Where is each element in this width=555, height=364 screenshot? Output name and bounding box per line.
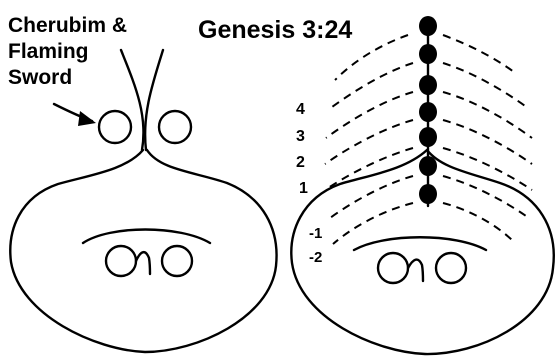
dash-right-6: [443, 176, 526, 216]
level-neg-2: -2: [309, 249, 322, 266]
level-2: 2: [296, 154, 305, 171]
bead-2: [419, 44, 437, 64]
level-3: 3: [296, 128, 305, 145]
callout-arrow: [54, 104, 96, 126]
bead-6: [419, 156, 437, 176]
left-inner-left-circle: [106, 246, 136, 276]
left-inner-right-circle: [162, 246, 192, 276]
level-4: 4: [296, 101, 305, 118]
dash-right-7: [443, 203, 512, 240]
dash-right-1: [443, 35, 514, 72]
left-figure: [10, 50, 276, 352]
right-inner-left-circle: [378, 253, 408, 283]
callout-line-3: Sword: [8, 66, 72, 89]
right-figure: 4 3 2 1 -1 -2: [291, 16, 553, 354]
dash-right-3: [443, 92, 532, 138]
bead-4: [419, 102, 437, 122]
left-inner-stem: [136, 252, 150, 274]
right-bulb-outline: [291, 150, 553, 354]
right-inner-right-circle: [436, 253, 466, 283]
dash-right-2: [443, 63, 528, 108]
left-inner-arc: [83, 230, 210, 244]
dash-left-4: [325, 120, 413, 164]
level-neg-1: -1: [309, 225, 322, 242]
bead-1: [419, 16, 437, 36]
callout-line-2: Flaming: [8, 40, 89, 63]
dash-left-3: [326, 92, 413, 138]
diagram-title: Genesis 3:24: [198, 16, 352, 44]
dash-right-4: [443, 120, 532, 164]
level-1: 1: [299, 180, 308, 197]
right-inner-arc: [354, 237, 486, 250]
bead-3: [419, 75, 437, 95]
left-stalk-left-line: [121, 50, 144, 150]
right-inner-stem: [408, 260, 423, 281]
cherubim-left-circle: [99, 111, 131, 143]
callout-line-1: Cherubim &: [8, 14, 127, 37]
dash-left-2: [328, 63, 413, 110]
bead-5: [419, 127, 437, 147]
cherubim-right-circle: [159, 111, 191, 143]
bead-7: [419, 184, 437, 204]
